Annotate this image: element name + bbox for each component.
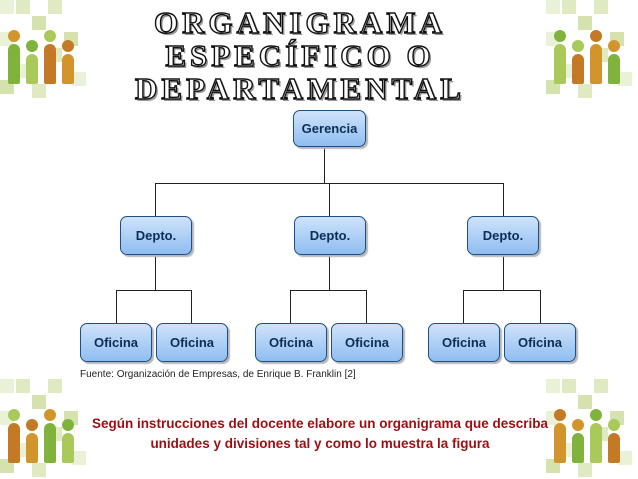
connector-office-1a bbox=[116, 290, 117, 323]
decor-tile bbox=[562, 379, 576, 393]
node-office-3b: Oficina bbox=[504, 323, 576, 362]
connector-dept-3 bbox=[503, 183, 504, 216]
decor-person-head bbox=[554, 30, 566, 42]
decor-person-head bbox=[608, 419, 620, 431]
decor-person-head bbox=[62, 40, 74, 52]
decor-bottom-right bbox=[546, 379, 638, 479]
decor-tile bbox=[16, 0, 30, 14]
connector-dept-2 bbox=[329, 183, 330, 216]
title-line-1: ORGANIGRAMA bbox=[153, 5, 446, 40]
decor-tile bbox=[562, 0, 576, 14]
decor-person-body bbox=[554, 44, 566, 84]
decor-person-head bbox=[8, 409, 20, 421]
decor-tile bbox=[0, 379, 14, 393]
connector-office-3a bbox=[463, 290, 464, 323]
decor-person-head bbox=[26, 40, 38, 52]
decor-person-head bbox=[44, 30, 56, 42]
node-office-2b: Oficina bbox=[331, 323, 403, 362]
decor-person-body bbox=[608, 54, 620, 84]
connector-dept-3-down bbox=[503, 255, 504, 290]
node-office-2a: Oficina bbox=[255, 323, 327, 362]
decor-top-right bbox=[546, 0, 638, 100]
connector-office-3b bbox=[540, 290, 541, 323]
decor-person-body bbox=[590, 44, 602, 84]
decor-bottom-left bbox=[0, 379, 92, 479]
decor-person-head bbox=[590, 30, 602, 42]
decor-tile bbox=[32, 84, 46, 98]
decor-tile bbox=[32, 395, 46, 409]
decor-person-head bbox=[44, 409, 56, 421]
decor-person-body bbox=[62, 433, 74, 463]
decor-person-head bbox=[590, 409, 602, 421]
decor-person-body bbox=[62, 54, 74, 84]
decor-tile bbox=[72, 72, 86, 86]
decor-person-body bbox=[572, 433, 584, 463]
decor-person-body bbox=[608, 433, 620, 463]
decor-tile bbox=[594, 379, 608, 393]
connector-dept-1-down bbox=[155, 255, 156, 290]
connector-dept-2-down bbox=[329, 255, 330, 290]
decor-person-head bbox=[608, 40, 620, 52]
decor-tile bbox=[618, 72, 632, 86]
decor-tile bbox=[32, 463, 46, 477]
decor-tile bbox=[546, 0, 560, 14]
page-title: ORGANIGRAMA ESPECÍFICO O DEPARTAMENTAL bbox=[95, 5, 505, 106]
decor-person-body bbox=[572, 54, 584, 84]
decor-tile bbox=[72, 451, 86, 465]
instructions-line-2: unidades y divisiones tal y como lo mues… bbox=[150, 436, 490, 451]
node-dept-3: Depto. bbox=[467, 216, 539, 255]
connector-office-1b bbox=[191, 290, 192, 323]
decor-tile bbox=[618, 451, 632, 465]
connector-dept-1 bbox=[155, 183, 156, 216]
connector-office-bus-1 bbox=[116, 290, 192, 291]
decor-tile bbox=[32, 16, 46, 30]
connector-office-2b bbox=[366, 290, 367, 323]
decor-person-body bbox=[590, 423, 602, 463]
connector-office-bus-2 bbox=[290, 290, 367, 291]
node-office-1b: Oficina bbox=[156, 323, 228, 362]
decor-person-head bbox=[62, 419, 74, 431]
decor-tile bbox=[578, 395, 592, 409]
decor-person-body bbox=[554, 423, 566, 463]
node-dept-2: Depto. bbox=[294, 216, 366, 255]
decor-tile bbox=[594, 0, 608, 14]
node-gerencia: Gerencia bbox=[293, 110, 366, 147]
decor-person-body bbox=[26, 433, 38, 463]
decor-tile bbox=[578, 84, 592, 98]
decor-person-body bbox=[44, 44, 56, 84]
instructions-line-1: Según instrucciones del docente elabore … bbox=[91, 416, 549, 431]
connector-root-down bbox=[324, 147, 325, 183]
decor-tile bbox=[16, 379, 30, 393]
decor-person-head bbox=[8, 30, 20, 42]
decor-tile bbox=[48, 0, 62, 14]
decor-person-head bbox=[572, 419, 584, 431]
decor-person-head bbox=[26, 419, 38, 431]
connector-office-bus-3 bbox=[463, 290, 541, 291]
node-dept-1: Depto. bbox=[120, 216, 192, 255]
decor-person-head bbox=[572, 40, 584, 52]
decor-tile bbox=[48, 379, 62, 393]
decor-top-left bbox=[0, 0, 92, 100]
instructions: Según instrucciones del docente elabore … bbox=[50, 414, 590, 454]
title-line-2: ESPECÍFICO O bbox=[165, 38, 435, 73]
source-note: Fuente: Organización de Empresas, de Enr… bbox=[80, 369, 356, 380]
decor-tile bbox=[578, 463, 592, 477]
decor-tile bbox=[578, 16, 592, 30]
decor-person-body bbox=[26, 54, 38, 84]
decor-tile bbox=[546, 379, 560, 393]
decor-person-body bbox=[8, 423, 20, 463]
decor-person-head bbox=[554, 409, 566, 421]
decor-tile bbox=[0, 0, 14, 14]
title-line-3: DEPARTAMENTAL bbox=[134, 71, 465, 106]
decor-person-body bbox=[8, 44, 20, 84]
node-office-3a: Oficina bbox=[428, 323, 500, 362]
decor-person-body bbox=[44, 423, 56, 463]
connector-office-2a bbox=[290, 290, 291, 323]
node-office-1a: Oficina bbox=[80, 323, 152, 362]
